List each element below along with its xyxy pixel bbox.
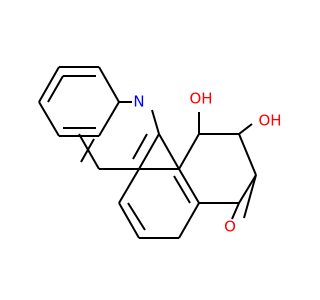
bond (178, 168, 200, 204)
bond (80, 138, 95, 163)
bond (98, 101, 120, 137)
bond (231, 202, 240, 220)
bond (38, 101, 60, 137)
bond (47, 75, 64, 103)
bond (238, 133, 257, 176)
bond (127, 202, 146, 231)
bond (118, 202, 140, 239)
bond (118, 168, 140, 204)
bond (238, 174, 257, 204)
bond (173, 175, 191, 204)
structure-canvas: N OH OH O (38, 66, 282, 239)
bond (98, 66, 120, 103)
nitrogen-atom-label: N (133, 93, 144, 111)
bond-lines (38, 66, 257, 239)
bond (158, 133, 180, 170)
bond (151, 109, 160, 135)
hydroxyl-label: OH (258, 112, 281, 130)
bond (138, 133, 160, 170)
chemical-structure: N OH OH O (38, 66, 282, 239)
bond (243, 174, 257, 219)
bond (178, 202, 200, 239)
bond (38, 66, 60, 103)
hydroxyl-label: OH (189, 90, 212, 108)
bond (178, 133, 200, 170)
bond (78, 133, 100, 170)
bond (238, 123, 253, 135)
epoxide-oxygen-label: O (224, 218, 236, 236)
bond (132, 133, 148, 160)
